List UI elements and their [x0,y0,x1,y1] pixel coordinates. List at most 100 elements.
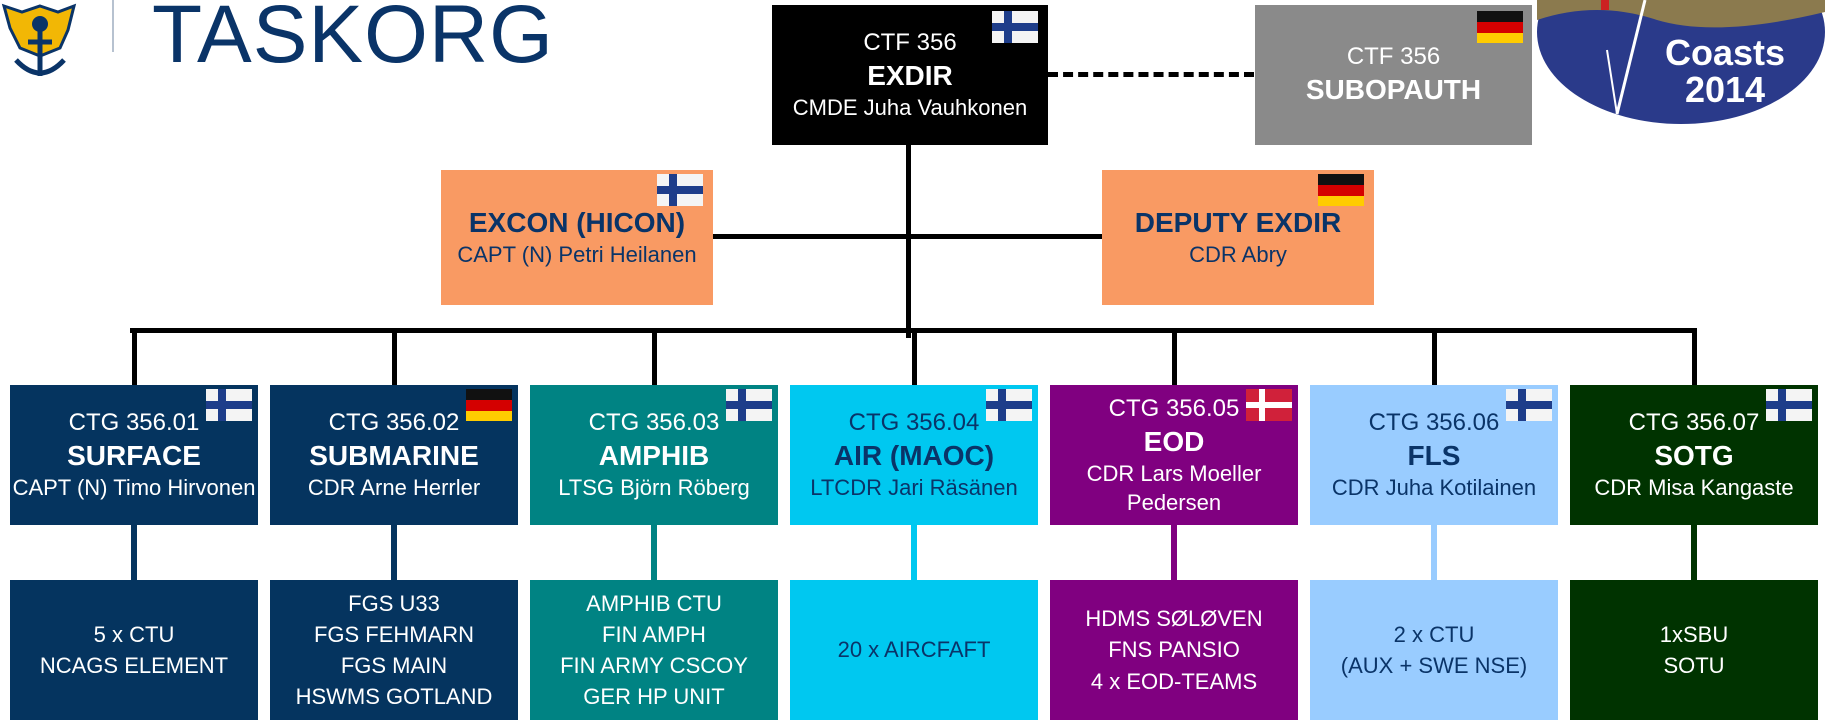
task-group-commander: CDR Juha Kotilainen [1331,475,1537,501]
task-group-commander: CDR Misa Kangaste [1594,475,1794,501]
unit-line: HDMS SØLØVEN [1085,606,1263,632]
unit-line: FIN ARMY CSCOY [560,653,748,678]
task-group-units-box: AMPHIB CTU FIN AMPH FIN ARMY CSCOY GER HP U… [530,580,778,720]
connector-bus-to-group [132,328,137,385]
denmark-flag-icon [1246,389,1292,421]
connector-group-to-units [1691,525,1697,580]
navy-lion-logo [0,0,80,82]
connector-bus-to-group [1172,328,1177,385]
task-group-units-box: 2 x CTU (AUX + SWE NSE) [1310,580,1558,720]
unit-line: FIN AMPH [602,621,706,647]
germany-flag-icon [1477,11,1523,43]
connector-bus-to-group [1432,328,1437,385]
task-group-commander: CDR Arne Herrler [307,475,481,501]
unit-line: 2 x CTU [1393,621,1475,647]
subopauth-name: SUBOPAUTH [1305,74,1482,106]
task-group-commander: LTCDR Jari Räsänen [810,475,1018,501]
task-group-units-box: 5 x CTU NCAGS ELEMENT [10,580,258,720]
unit-line: 5 x CTU [93,621,175,647]
task-group-code: CTG 356.02 [328,408,460,436]
finland-flag-icon [657,174,703,206]
connector-bus-to-group [912,328,917,385]
task-group-units-box: 20 x AIRCFAFT [790,580,1038,720]
germany-flag-icon [1318,174,1364,206]
exdir-code: CTF 356 [863,28,957,56]
task-group-name: AMPHIB [598,440,710,472]
task-group-code: CTG 356.06 [1368,408,1500,436]
subopauth-code: CTF 356 [1346,43,1441,71]
task-group-name: SUBMARINE [309,440,479,472]
coasts-exercise-badge: Coasts 2014 [1537,0,1825,126]
unit-line: (AUX + SWE NSE) [1340,653,1528,678]
connector-subopauth-dashed [1048,72,1254,77]
task-group-code: CTG 356.01 [68,408,200,436]
deputy-exdir-commander: CDR Abry [1189,242,1287,268]
connector-exdir-trunk [906,140,911,338]
logo-divider [112,0,114,52]
task-group-name: SOTG [1654,440,1734,472]
connector-bus-to-group [392,328,397,385]
page-title: TASKORG [152,0,554,80]
task-group-commander: CAPT (N) Timo Hirvonen [12,475,256,501]
connector-group-to-units [1431,525,1437,580]
unit-line: 1xSBU [1659,621,1729,647]
unit-line: HSWMS GOTLAND [295,684,493,710]
excon-name: EXCON (HICON) [468,207,686,238]
finland-flag-icon [986,389,1032,421]
finland-flag-icon [992,11,1038,43]
exdir-box: CTF 356 EXDIR CMDE Juha Vauhkonen [772,5,1048,145]
task-group-code: CTG 356.03 [588,408,720,436]
connector-group-to-units [651,525,657,580]
badge-line-year: 2014 [1684,69,1766,111]
task-group-units-box: HDMS SØLØVEN FNS PANSIO 4 x EOD-TEAMS [1050,580,1298,720]
connector-bus-to-group [1692,328,1697,385]
unit-line: FGS MAIN [340,653,448,678]
task-group-name: FLS [1407,440,1461,472]
task-group-name: SURFACE [67,440,201,472]
finland-flag-icon [1766,389,1812,421]
subopauth-box: CTF 356 SUBOPAUTH [1255,5,1532,145]
connector-group-to-units [131,525,137,580]
germany-flag-icon [466,389,512,421]
task-group-commander: LTSG Björn Röberg [558,475,750,501]
task-group-name: EOD [1143,425,1205,457]
unit-line: FGS U33 [348,590,440,616]
finland-flag-icon [206,389,252,421]
unit-line: 4 x EOD-TEAMS [1090,668,1258,694]
connector-group-to-units [1171,525,1177,580]
deputy-exdir-name: DEPUTY EXDIR [1134,207,1342,238]
connector-group-to-units [391,525,397,580]
connector-group-to-units [911,525,917,580]
unit-line: 20 x AIRCFAFT [837,637,991,663]
unit-line: AMPHIB CTU [586,590,722,616]
task-group-code: CTG 356.04 [848,408,980,436]
excon-commander: CAPT (N) Petri Heilanen [457,242,697,268]
exdir-commander: CMDE Juha Vauhkonen [792,95,1028,121]
connector-excon-deputy [712,234,1102,239]
unit-line: FGS FEHMARN [313,621,475,647]
deputy-exdir-box: DEPUTY EXDIR CDR Abry [1102,170,1374,305]
unit-line: NCAGS ELEMENT [39,653,229,678]
finland-flag-icon [726,389,772,421]
unit-line: SOTU [1663,653,1725,678]
task-group-code: CTG 356.07 [1628,408,1760,436]
excon-box: EXCON (HICON) CAPT (N) Petri Heilanen [441,170,713,305]
task-group-code: CTG 356.05 [1108,394,1240,422]
task-group-commander: CDR Lars Moeller Pedersen [1086,461,1262,515]
task-group-units-box: 1xSBU SOTU [1570,580,1818,720]
exdir-name: EXDIR [867,60,953,92]
unit-line: FNS PANSIO [1108,637,1240,663]
task-group-name: AIR (MAOC) [833,440,995,472]
badge-line-coasts: Coasts [1664,32,1786,73]
finland-flag-icon [1506,389,1552,421]
connector-bus-to-group [652,328,657,385]
unit-line: GER HP UNIT [583,684,725,710]
